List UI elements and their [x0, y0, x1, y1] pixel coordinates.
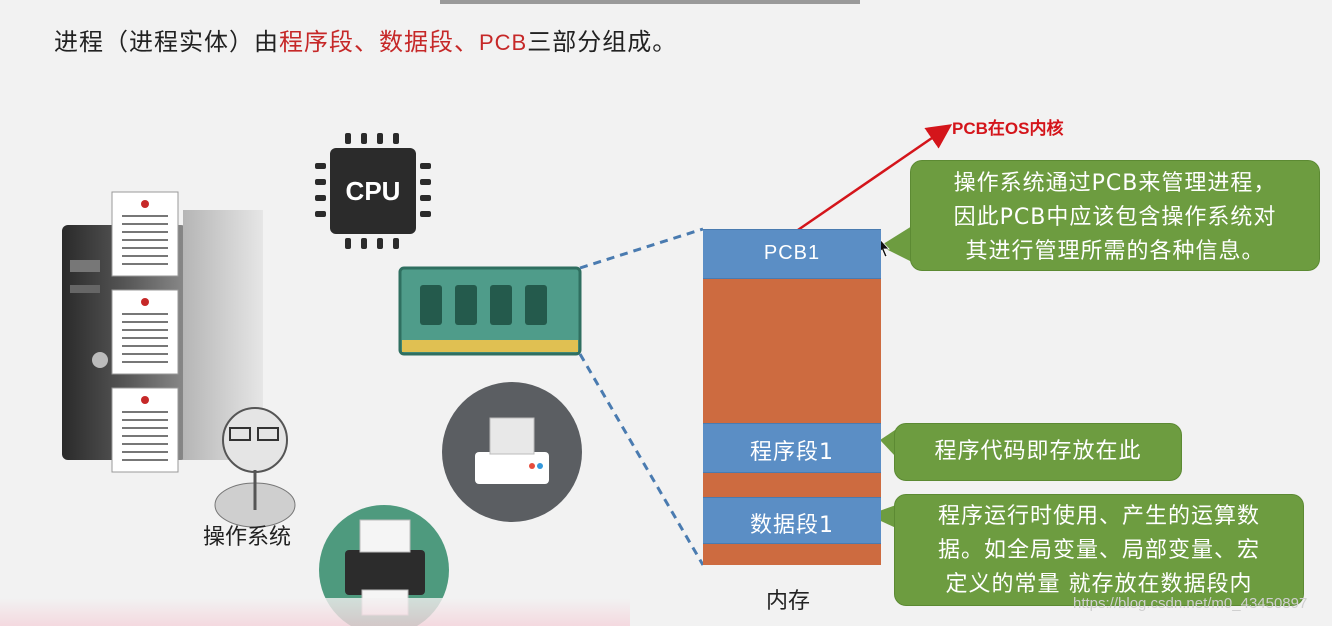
data-segment-label: 数据段1	[750, 513, 834, 538]
program-segment-label: 程序段1	[750, 440, 834, 465]
program-info-bubble: 程序代码即存放在此	[894, 423, 1182, 481]
os-label: 操作系统	[203, 525, 292, 550]
pcb-info-line-2: 因此PCB中应该包含操作系统对	[953, 205, 1277, 230]
pcb-info-line-3: 其进行管理所需的各种信息。	[965, 239, 1265, 264]
heading-pcb: PCB	[479, 30, 528, 55]
data-info-line-2: 据。如全局变量、局部变量、宏	[937, 538, 1260, 563]
memory-gap-middle	[703, 473, 881, 497]
bottom-pink-strip	[0, 598, 630, 626]
data-info-line-3: 定义的常量 就存放在数据段内	[945, 572, 1253, 597]
data-info-bubble: 程序运行时使用、产生的运算数 据。如全局变量、局部变量、宏 定义的常量 就存放在…	[894, 494, 1304, 606]
heading-program-segment: 程序段	[279, 28, 354, 56]
heading-sep1: 、	[354, 28, 379, 56]
os-person-icon	[214, 407, 296, 528]
pcb-in-kernel-arrow	[794, 124, 953, 234]
pcb-info-bubble: 操作系统通过PCB来管理进程， 因此PCB中应该包含操作系统对 其进行管理所需的…	[910, 160, 1320, 271]
program-info-line-1: 程序代码即存放在此	[934, 439, 1142, 464]
pcb-segment-label: PCB1	[763, 242, 821, 264]
heading-data-segment: 数据段	[379, 28, 454, 56]
memory-module-icon	[398, 266, 582, 356]
pcb-info-line-1: 操作系统通过PCB来管理进程，	[953, 171, 1277, 196]
heading-part2: 三部分组成。	[527, 28, 678, 56]
process-documents-icon	[111, 191, 179, 473]
pcb-segment: PCB1	[703, 229, 881, 279]
memory-gap-bottom	[703, 544, 881, 565]
data-info-line-1: 程序运行时使用、产生的运算数	[937, 504, 1260, 529]
top-decoration-bar	[440, 0, 860, 4]
memory-zoom-lines	[578, 227, 705, 566]
pcb-in-kernel-label: PCB在OS内核	[952, 119, 1064, 138]
pcb-bubble-pointer	[880, 226, 912, 262]
heading-sep2: 、	[454, 28, 479, 56]
heading-part1: 进程（进程实体）由	[54, 28, 279, 56]
memory-label: 内存	[766, 589, 811, 614]
printer-icon	[442, 382, 582, 522]
slide-heading: 进程（进程实体）由程序段、数据段、PCB三部分组成。	[54, 22, 677, 57]
memory-gap-top	[703, 279, 881, 423]
cpu-label: CPU	[346, 176, 401, 206]
data-bubble-pointer	[868, 505, 896, 528]
program-segment: 程序段1	[703, 423, 881, 473]
data-segment: 数据段1	[703, 497, 881, 544]
program-bubble-pointer	[880, 430, 895, 456]
watermark-url: https://blog.csdn.net/m0_43450897	[1073, 595, 1308, 612]
cpu-icon: CPU	[315, 133, 431, 249]
